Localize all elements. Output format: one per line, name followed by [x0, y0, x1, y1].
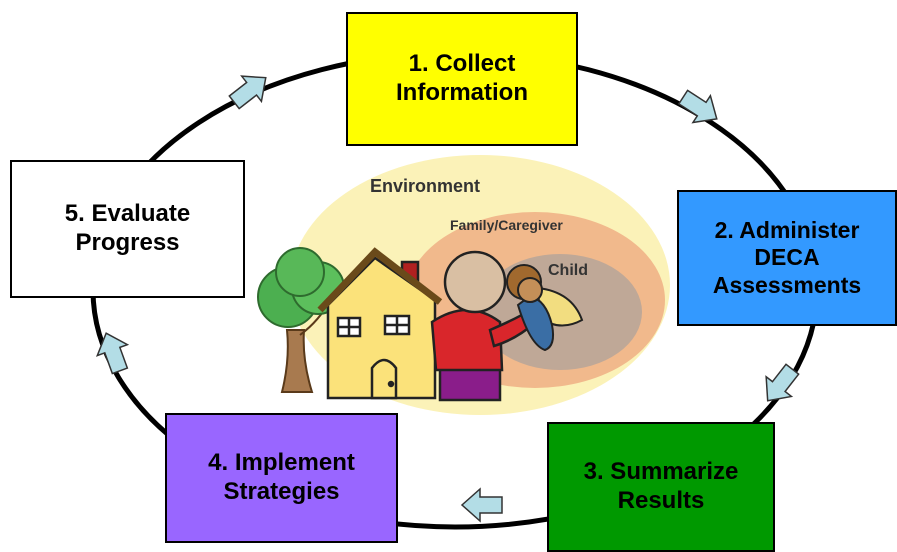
child-icon	[506, 264, 584, 352]
house-icon	[317, 247, 443, 400]
cycle-arrow-icon	[460, 487, 503, 523]
step-2-administer-deca-assessments: 2. Administer DECA Assessments	[677, 190, 897, 326]
step-4-implement-strategies: 4. Implement Strategies	[165, 413, 398, 543]
tree-icon	[257, 247, 345, 393]
child-label: Child	[548, 262, 588, 279]
step-5-evaluate-progress: 5. Evaluate Progress	[10, 160, 245, 298]
cycle-arrow-icon	[228, 75, 267, 110]
cycle-arrow-icon	[765, 363, 800, 402]
step-3-summarize-results: 3. Summarize Results	[547, 422, 775, 552]
cycle-arrows	[95, 75, 800, 523]
environment-label: Environment	[370, 176, 481, 196]
step-1-collect-information: 1. Collect Information	[346, 12, 578, 146]
family-caregiver-label: Family/Caregiver	[450, 217, 563, 233]
cycle-arrow-icon	[95, 332, 130, 375]
cycle-arrow-icon	[677, 89, 718, 124]
